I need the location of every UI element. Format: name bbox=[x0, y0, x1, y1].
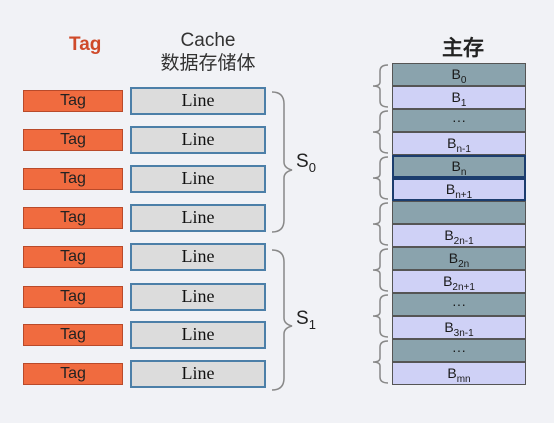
cache-tag-3: Tag bbox=[23, 207, 123, 229]
cache-line-1: Line bbox=[130, 126, 266, 154]
memory-block-2: ··· bbox=[392, 109, 526, 132]
cache-tag-5: Tag bbox=[23, 286, 123, 308]
cache-tag-4: Tag bbox=[23, 246, 123, 268]
cache-line-5: Line bbox=[130, 283, 266, 311]
cache-header: Cache 数据存储体 bbox=[160, 30, 256, 74]
memory-block-7: B2n-1 bbox=[392, 224, 526, 247]
main-memory-header: 主存 bbox=[442, 37, 484, 60]
cache-line-4: Line bbox=[130, 243, 266, 271]
memory-block-4: Bn bbox=[392, 155, 526, 178]
memory-block-13: Bmn bbox=[392, 362, 526, 385]
memory-block-9: B2n+1 bbox=[392, 270, 526, 293]
memory-block-1: B1 bbox=[392, 86, 526, 109]
memory-block-3: Bn-1 bbox=[392, 132, 526, 155]
set-label-s0: S0 bbox=[296, 151, 316, 175]
memory-bracket-6 bbox=[372, 340, 389, 384]
memory-bracket-0 bbox=[372, 64, 389, 108]
cache-line-6: Line bbox=[130, 321, 266, 349]
memory-block-12: ··· bbox=[392, 339, 526, 362]
cache-line-2: Line bbox=[130, 165, 266, 193]
memory-bracket-5 bbox=[372, 294, 389, 338]
memory-block-0: B0 bbox=[392, 63, 526, 86]
cache-tag-0: Tag bbox=[23, 90, 123, 112]
set-label-s1: S1 bbox=[296, 308, 316, 332]
set-bracket-s0 bbox=[271, 91, 293, 233]
set-bracket-s1 bbox=[271, 249, 293, 391]
memory-bracket-1 bbox=[372, 110, 389, 154]
cache-line-7: Line bbox=[130, 360, 266, 388]
tag-header: Tag bbox=[69, 34, 102, 55]
cache-line-3: Line bbox=[130, 204, 266, 232]
cache-line-0: Line bbox=[130, 87, 266, 115]
memory-block-5: Bn+1 bbox=[392, 178, 526, 201]
memory-block-11: B3n-1 bbox=[392, 316, 526, 339]
memory-block-8: B2n bbox=[392, 247, 526, 270]
cache-tag-1: Tag bbox=[23, 129, 123, 151]
memory-bracket-4 bbox=[372, 248, 389, 292]
cache-tag-6: Tag bbox=[23, 324, 123, 346]
memory-block-10: ··· bbox=[392, 293, 526, 316]
cache-tag-2: Tag bbox=[23, 168, 123, 190]
cache-tag-7: Tag bbox=[23, 363, 123, 385]
memory-block-6 bbox=[392, 201, 526, 224]
memory-bracket-3 bbox=[372, 202, 389, 246]
memory-bracket-2 bbox=[372, 156, 389, 200]
